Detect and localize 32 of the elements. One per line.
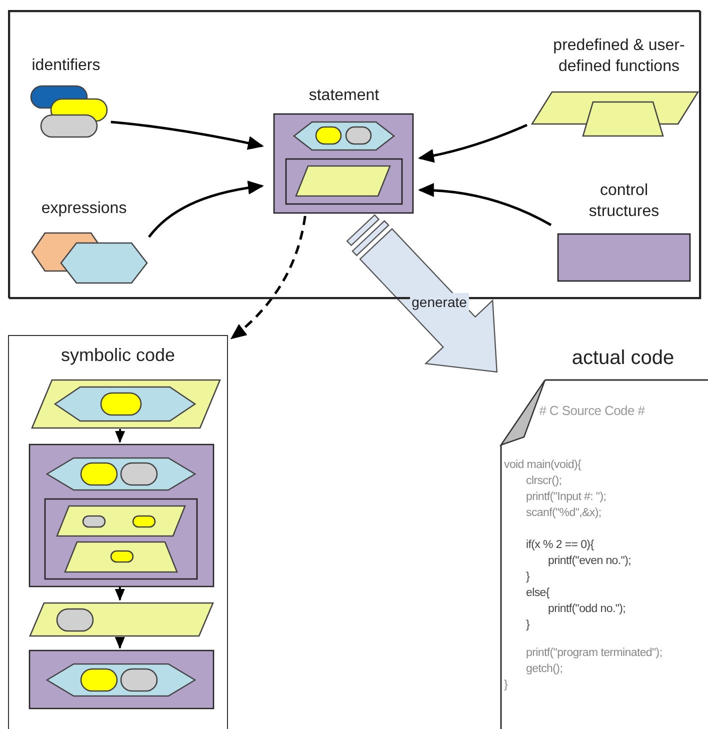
code-line: clrscr(); — [526, 475, 562, 487]
node-label: identifiers — [30, 56, 102, 76]
arrow — [114, 587, 125, 601]
code-line: } — [526, 571, 530, 583]
code-line: scanf("%d",&x); — [526, 507, 602, 519]
code-line: printf("odd no."); — [548, 603, 626, 615]
code-line: printf("program terminated"); — [526, 647, 662, 659]
edge-label: generate — [410, 292, 469, 312]
node-label: expressions — [40, 199, 128, 219]
node-label: predefined & user-defined functions — [552, 36, 686, 77]
code-line: else{ — [526, 587, 550, 599]
code-line: printf("Input #: "); — [526, 491, 606, 503]
code-line: getch(); — [526, 663, 563, 675]
block-arrow — [346, 214, 498, 373]
node-label: statement — [308, 86, 380, 106]
code-comment: # C Source Code # — [539, 403, 645, 418]
arrow — [418, 183, 552, 226]
arrow — [148, 180, 264, 238]
arrow — [114, 637, 125, 649]
code-line: } — [526, 619, 530, 631]
panel-title: symbolic code — [60, 344, 176, 367]
code-line: if(x % 2 == 0){ — [526, 539, 594, 551]
panel-title: actual code — [570, 346, 676, 371]
arrow — [110, 120, 264, 150]
arrow — [115, 428, 126, 443]
code-line: void main(void){ — [504, 459, 582, 471]
arrow — [230, 216, 306, 340]
code-line: printf("even no."); — [548, 555, 632, 567]
panel-frame — [8, 335, 228, 729]
node-label: control structures — [588, 181, 660, 222]
code-line: } — [504, 679, 508, 691]
arrow — [418, 124, 528, 163]
